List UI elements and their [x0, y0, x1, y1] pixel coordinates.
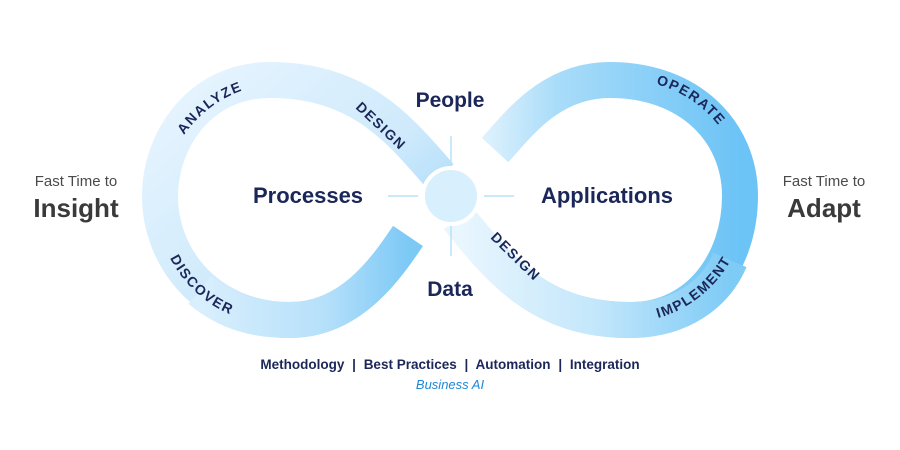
right-caption-small: Fast Time to [782, 173, 866, 190]
right-loop-lower-band [443, 206, 747, 339]
footer-item-methodology: Methodology [260, 357, 345, 372]
left-caption-small: Fast Time to [34, 173, 118, 190]
left-caption: Fast Time to Insight [20, 172, 132, 224]
center-label-processes: Processes [252, 183, 364, 208]
center-label-applications: Applications [540, 183, 673, 208]
footer-item-best-practices: Best Practices [363, 357, 457, 372]
footer-item-automation: Automation [475, 357, 551, 372]
left-loop-lower-band [188, 225, 423, 339]
footer-item-integration: Integration [569, 357, 640, 372]
footer-separator: | [352, 357, 356, 372]
center-hub [421, 166, 481, 226]
footer-capabilities: Methodology | Best Practices | Automatio… [200, 357, 700, 372]
right-caption-big: Adapt [787, 193, 861, 223]
center-spokes [388, 136, 514, 256]
right-caption: Fast Time to Adapt [768, 172, 880, 224]
center-label-people: People [415, 89, 485, 112]
footer-separator: | [464, 357, 469, 372]
footer-separator: | [558, 357, 563, 372]
footer-subtitle: Business AI [415, 377, 485, 392]
center-label-data: Data [427, 278, 473, 301]
left-caption-big: Insight [33, 193, 119, 223]
